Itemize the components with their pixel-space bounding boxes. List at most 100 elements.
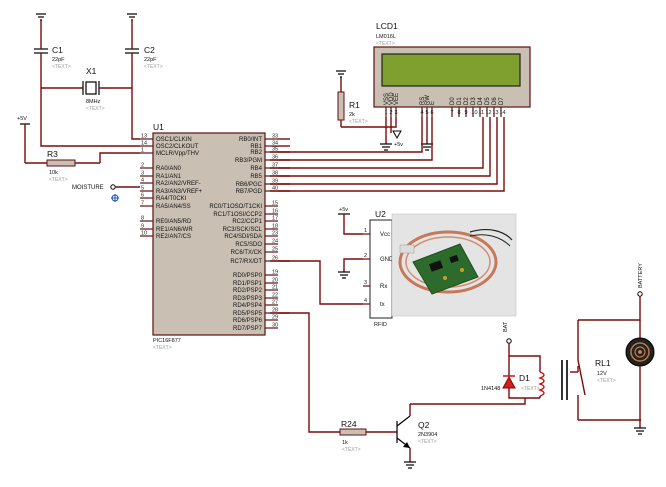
x1-text: <TEXT> [86, 106, 105, 112]
crystal-x1[interactable]: X1 8MHz <TEXT> [41, 66, 132, 112]
capacitor-c1[interactable]: C1 22pF <TEXT> [34, 42, 71, 88]
pin-number: 20 [272, 278, 278, 284]
lcd1-pin-rw[interactable]: RW 5 [425, 95, 431, 117]
resistor-r3[interactable]: R3 10k <TEXT> [46, 149, 140, 183]
u2-value: RFID [374, 322, 387, 328]
pin-number: 4 [141, 178, 144, 184]
pin-name: D2 [464, 97, 470, 105]
pin-name: Rx [380, 284, 387, 290]
pin-name: RB4 [250, 166, 262, 172]
pin-number: 24 [272, 239, 278, 245]
lcd1-value: LM016L [376, 34, 396, 40]
lcd1-pin-d1[interactable]: D18 [457, 97, 463, 117]
pin-number: 37 [272, 163, 278, 169]
c1-text: <TEXT> [52, 64, 71, 70]
pin-name: RE1/AN6/WR [156, 227, 193, 233]
motor-icon[interactable] [625, 337, 655, 435]
u2-pin-rx[interactable]: 3Rx [363, 280, 387, 290]
u2-pin-tx[interactable]: 4tx [363, 298, 385, 308]
capacitor-c2[interactable]: C2 22pF <TEXT> [125, 42, 163, 88]
transistor-q2[interactable]: Q2 2N3904 <TEXT> [396, 404, 437, 469]
battery-terminal[interactable]: BATTERY [578, 263, 644, 338]
resistor-r1[interactable]: R1 2k <TEXT> [337, 91, 397, 128]
pin-name: D7 [499, 97, 505, 105]
pin-number: 8 [458, 110, 461, 116]
pin-name: RB3/PGM [235, 158, 262, 164]
lcd-display-lcd1[interactable]: LCD1 LM016L <TEXT> VSS1VDD2VEE3RS4RW5E6D… [373, 21, 531, 117]
microcontroller-u1[interactable]: U1 PIC16F877 <TEXT> 13OSC1/CLKIN14OSC2/C… [140, 122, 290, 351]
pin-number: 34 [272, 141, 278, 147]
lcd1-pin-rs[interactable]: RS4 [420, 97, 426, 117]
bat-terminal[interactable]: BAT [503, 321, 541, 376]
pin-number: 36 [272, 155, 278, 161]
moisture-input[interactable]: MOISTURE [72, 184, 140, 202]
pin-name: RS [420, 97, 426, 105]
resistor-r24[interactable]: R24 1k <TEXT> [339, 419, 397, 453]
lcd-screen [381, 53, 521, 87]
pin-number: 28 [272, 308, 278, 314]
pin-number: 18 [272, 224, 278, 230]
pin-name: RW [425, 95, 431, 105]
pin-name: D0 [450, 97, 456, 105]
d1-text: <TEXT> [521, 386, 540, 392]
pin-name: RD0/PSP0 [233, 273, 263, 279]
ground-symbol-c2 [127, 13, 137, 42]
pin-name: MCLR/Vpp/THV [156, 151, 199, 157]
diode-d1[interactable]: D1 1N4148 <TEXT> [481, 373, 540, 399]
pin-number: 2 [390, 110, 393, 116]
relay-rl1[interactable]: RL1 12V <TEXT> [538, 320, 641, 421]
lcd1-pin-e[interactable]: E6 [430, 101, 436, 117]
lcd1-pin-d2[interactable]: D29 [464, 97, 470, 117]
pin-name: RB7/PGD [236, 189, 263, 195]
r1-value: 2k [349, 112, 355, 118]
rl1-value: 12V [597, 371, 607, 377]
u2-ref: U2 [375, 209, 386, 219]
r3-text: <TEXT> [49, 177, 68, 183]
pin-name: RD7/PSP7 [233, 326, 263, 332]
lcd1-pin-d0[interactable]: D07 [450, 97, 456, 117]
pin-number: 5 [426, 110, 429, 116]
pin-name: RB2 [250, 150, 262, 156]
